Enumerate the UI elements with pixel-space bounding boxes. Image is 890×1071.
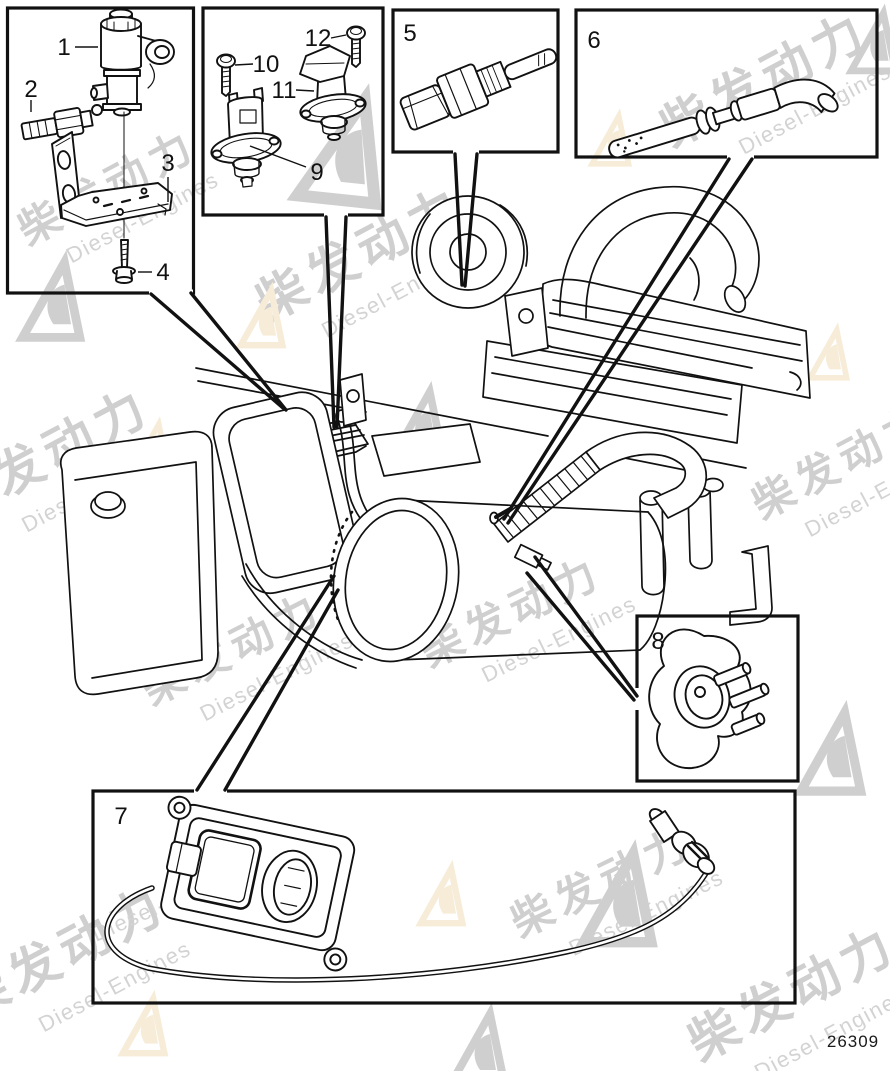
part-label-4: 4 <box>156 259 169 286</box>
part-label-10: 10 <box>253 51 280 78</box>
callout-box-part-6 <box>574 8 879 159</box>
part-label-1: 1 <box>57 34 70 61</box>
callout-box-part-7 <box>91 789 797 1005</box>
part-4-screw <box>112 239 136 284</box>
engine-illustration <box>59 186 811 696</box>
part-label-5: 5 <box>403 20 416 47</box>
part-5-temperature-sensor <box>399 48 558 131</box>
part-label-11: 11 <box>272 77 297 104</box>
part-2-fitting <box>20 104 103 141</box>
leader-box9-12-a <box>324 215 336 429</box>
part-label-3: 3 <box>161 150 174 177</box>
part-8-sensor <box>648 628 770 769</box>
part-label-2: 2 <box>24 76 37 103</box>
part-9-valve <box>210 87 282 188</box>
leader-box1-4-a <box>149 292 285 410</box>
leader-box6-b <box>506 157 754 525</box>
part-3-bracket <box>51 111 173 239</box>
label-leader-lines <box>30 34 347 273</box>
part-label-12: 12 <box>305 25 332 52</box>
part-10-screw <box>216 53 236 97</box>
part-labels: 1 2 3 4 5 6 7 8 9 10 11 12 <box>24 20 664 830</box>
part-11-valve <box>299 45 367 141</box>
part-7-nox-sensor <box>104 795 716 983</box>
leader-box8-b <box>525 571 636 702</box>
callout-notches <box>149 148 754 795</box>
leader-box7-b <box>223 588 340 792</box>
leader-box9-12-b <box>335 215 348 429</box>
part-1-solenoid-valve <box>90 8 175 117</box>
leader-box6-a <box>502 157 731 521</box>
part-12-screw <box>346 25 366 68</box>
part-label-7: 7 <box>114 803 127 830</box>
leader-box1-4-b <box>189 291 288 412</box>
drawing-number: 26309 <box>827 1032 879 1051</box>
part-label-9: 9 <box>310 159 323 186</box>
leader-lines <box>149 152 754 792</box>
leader-box7-a <box>195 574 336 792</box>
part-label-6: 6 <box>587 27 600 54</box>
leader-box5-a <box>453 152 464 287</box>
leader-box5-b <box>463 152 479 288</box>
leader-box8-a <box>533 555 639 698</box>
watermark: 柴发动力 Diesel-Engines <box>744 394 890 542</box>
callout-box-parts-9-12 <box>201 6 385 217</box>
callout-box-parts-1-4 <box>5 6 196 295</box>
part-6-sensor-pipe <box>608 78 839 159</box>
part-label-8: 8 <box>651 628 664 655</box>
